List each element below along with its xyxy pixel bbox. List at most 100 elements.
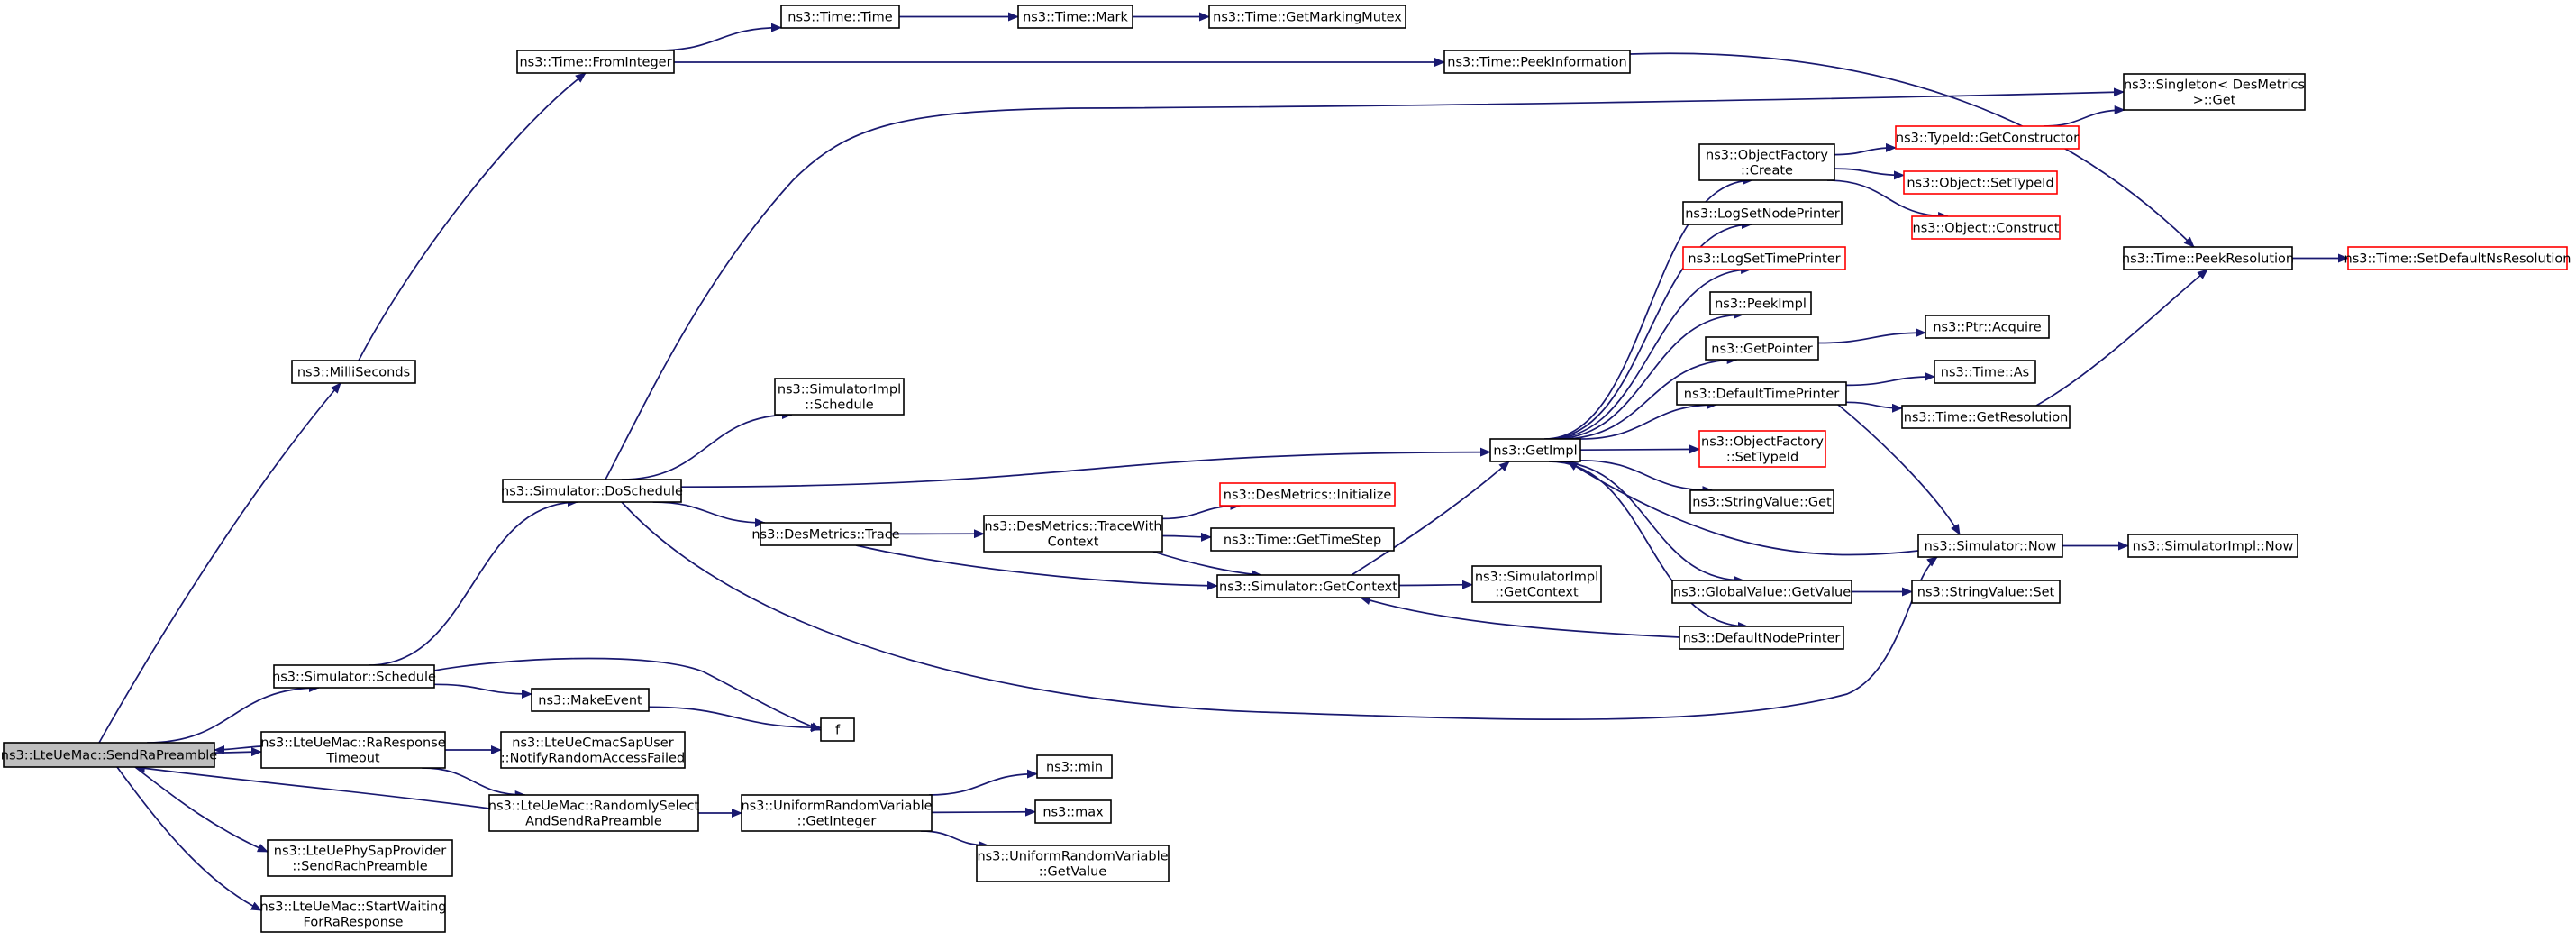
- node-peekimpl[interactable]: ns3::PeekImpl: [1709, 291, 1812, 315]
- node-setdefns[interactable]: ns3::Time::SetDefaultNsResolution: [2344, 246, 2571, 270]
- node-desm-init[interactable]: ns3::DesMetrics::Initialize: [1219, 482, 1396, 507]
- node-box: [267, 839, 453, 877]
- edge-line: [1548, 265, 1752, 440]
- node-getimpl[interactable]: ns3::GetImpl: [1489, 438, 1581, 462]
- node-box: [741, 794, 933, 832]
- edge-schedule-to-makeevent: [433, 683, 532, 699]
- node-lognode[interactable]: ns3::LogSetNodePrinter: [1682, 201, 1843, 225]
- edge-line: [2035, 269, 2208, 407]
- node-box: [500, 731, 686, 769]
- node-max[interactable]: ns3::max: [1034, 799, 1112, 824]
- node-label: ns3::Object::SetTypeId: [1907, 177, 2053, 191]
- node-objf-settype[interactable]: ns3::ObjectFactory::SetTypeId: [1698, 430, 1826, 468]
- node-time-time[interactable]: ns3::Time::Time: [780, 5, 900, 29]
- node-f[interactable]: f: [820, 717, 855, 742]
- node-simimpl-now[interactable]: ns3::SimulatorImpl::Now: [2127, 534, 2298, 558]
- edge-raresp-to-root: [214, 745, 262, 754]
- node-desm-trace[interactable]: ns3::DesMetrics::Trace: [751, 522, 900, 546]
- edge-line: [921, 830, 989, 850]
- node-construct[interactable]: ns3::Object::Construct: [1911, 215, 2061, 240]
- node-gv-get[interactable]: ns3::GlobalValue::GetValue: [1671, 580, 1852, 604]
- node-box: [2123, 246, 2293, 270]
- node-logtime[interactable]: ns3::LogSetTimePrinter: [1682, 246, 1846, 270]
- node-box: [531, 688, 650, 712]
- node-deftime[interactable]: ns3::DefaultTimePrinter: [1676, 381, 1847, 406]
- node-time-as[interactable]: ns3::Time::As: [1934, 360, 2036, 384]
- node-label: ns3::Time::PeekInformation: [1447, 56, 1626, 70]
- node-label: ns3::LteUePhySapProvider: [274, 845, 447, 859]
- node-label: ns3::max: [1042, 806, 1104, 820]
- node-getpointer[interactable]: ns3::GetPointer: [1705, 336, 1819, 361]
- node-acquire[interactable]: ns3::Ptr::Acquire: [1925, 315, 2050, 339]
- node-settypeid[interactable]: ns3::Object::SetTypeId: [1903, 170, 2058, 195]
- node-box: [273, 664, 435, 689]
- node-phy-rach[interactable]: ns3::LteUePhySapProvider::SendRachPreamb…: [267, 839, 453, 877]
- edge-peekinfo-to-peekres: [1629, 52, 2195, 248]
- node-label: ns3::Time::Time: [787, 11, 893, 25]
- node-timestep[interactable]: ns3::Time::GetTimeStep: [1210, 527, 1395, 552]
- node-getcontext[interactable]: ns3::Simulator::GetContext: [1216, 574, 1400, 598]
- edge-getpointer-to-acquire: [1817, 328, 1926, 344]
- node-mutex[interactable]: ns3::Time::GetMarkingMutex: [1208, 5, 1406, 29]
- edge-milliseconds-to-fromint: [358, 72, 587, 361]
- node-peekres[interactable]: ns3::Time::PeekResolution: [2122, 246, 2294, 270]
- node-label: ns3::Simulator::GetContext: [1219, 580, 1397, 595]
- node-sim-now[interactable]: ns3::Simulator::Now: [1917, 534, 2063, 558]
- node-box: [1709, 291, 1812, 315]
- edge-deftime-to-time_as: [1845, 371, 1935, 387]
- node-label: ns3::UniformRandomVariable: [741, 799, 932, 814]
- node-strval-set[interactable]: ns3::StringValue::Set: [1911, 580, 2061, 604]
- node-min[interactable]: ns3::min: [1036, 754, 1113, 779]
- node-makeevent[interactable]: ns3::MakeEvent: [531, 688, 650, 712]
- node-label: ns3::LteUeMac::RaResponse: [260, 736, 445, 751]
- node-label: ::Create: [1741, 164, 1793, 178]
- edge-line: [422, 767, 526, 799]
- node-fromint[interactable]: ns3::Time::FromInteger: [516, 50, 675, 74]
- node-simimpl-sched[interactable]: ns3::SimulatorImpl::Schedule: [774, 378, 905, 416]
- edge-line: [931, 807, 1036, 817]
- node-peekinfo[interactable]: ns3::Time::PeekInformation: [1443, 50, 1631, 74]
- edge-line: [1360, 596, 1680, 638]
- node-box: [774, 378, 905, 416]
- node-doschedule[interactable]: ns3::Simulator::DoSchedule: [501, 479, 683, 503]
- node-getres[interactable]: ns3::Time::GetResolution: [1901, 405, 2071, 429]
- edge-deftime-to-getres: [1845, 401, 1903, 413]
- edge-desm_trace-to-getcontext: [855, 544, 1218, 590]
- node-label: ns3::SimulatorImpl::Now: [2133, 540, 2294, 554]
- node-simimpl-ctx[interactable]: ns3::SimulatorImpl::GetContext: [1471, 565, 1602, 603]
- node-label: ns3::LteUeMac::StartWaiting: [260, 900, 447, 915]
- node-label: >::Get: [2193, 94, 2236, 108]
- edge-line: [605, 87, 2125, 480]
- node-root[interactable]: ns3::LteUeMac::SendRaPreamble: [1, 742, 218, 768]
- node-milliseconds[interactable]: ns3::MilliSeconds: [291, 360, 416, 384]
- edge-line: [652, 501, 766, 527]
- node-label: ns3::MilliSeconds: [297, 366, 410, 380]
- node-defnode[interactable]: ns3::DefaultNodePrinter: [1679, 626, 1844, 650]
- node-box: [1036, 754, 1113, 779]
- node-time-mark[interactable]: ns3::Time::Mark: [1017, 5, 1133, 29]
- node-label: ForRaResponse: [304, 916, 404, 930]
- edge-line: [1552, 310, 1744, 440]
- edge-doschedule-to-singleton: [605, 87, 2125, 480]
- node-randsel[interactable]: ns3::LteUeMac::RandomlySelectAndSendRaPr…: [488, 794, 700, 832]
- edge-root-to-phy_rach: [134, 766, 269, 853]
- node-singleton[interactable]: ns3::Singleton< DesMetrics >::Get: [2123, 73, 2306, 111]
- node-label: ns3::TypeId::GetConstructor: [1896, 132, 2079, 146]
- node-notify[interactable]: ns3::LteUeCmacSapUser::NotifyRandomAcces…: [500, 731, 686, 769]
- node-urv-getval[interactable]: ns3::UniformRandomVariable::GetValue: [976, 845, 1170, 882]
- node-label: ns3::Singleton< DesMetrics: [2124, 78, 2305, 93]
- node-schedule[interactable]: ns3::Simulator::Schedule: [272, 664, 436, 689]
- node-objf-create[interactable]: ns3::ObjectFactory::Create: [1698, 143, 1835, 181]
- edges-layer: [98, 12, 2349, 911]
- node-getctor[interactable]: ns3::TypeId::GetConstructor: [1895, 125, 2080, 150]
- node-strval-get[interactable]: ns3::StringValue::Get: [1689, 489, 1834, 514]
- edge-getimpl-to-gv_get: [1552, 461, 1745, 585]
- node-urv-getint[interactable]: ns3::UniformRandomVariable::GetInteger: [741, 794, 933, 832]
- edge-line: [368, 498, 578, 666]
- edge-doschedule-to-getimpl: [680, 447, 1491, 489]
- edge-line: [1152, 551, 1262, 580]
- edge-line: [656, 23, 782, 51]
